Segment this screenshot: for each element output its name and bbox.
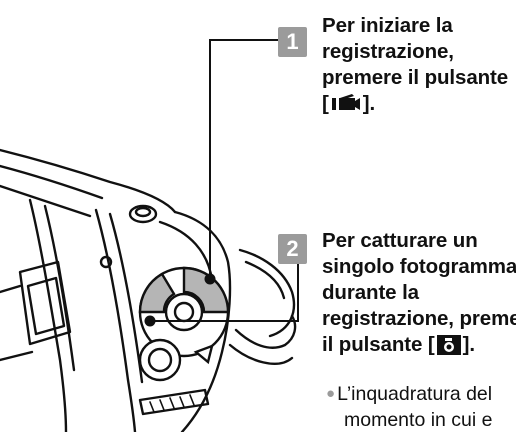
note-line-1-text: L’inquadratura del <box>337 383 493 405</box>
step-2-line-5: il pulsante []. <box>322 332 516 358</box>
note-bullet: ● <box>326 385 336 402</box>
note: ●L’inquadratura del momento in cui e <box>326 381 493 433</box>
step-2-line-4: registrazione, premere <box>322 307 516 330</box>
step-1-instruction: Per iniziare la registrazione, premere i… <box>322 13 508 117</box>
step-2-line-5-prefix: il pulsante [ <box>322 333 435 356</box>
step-1-badge: 1 <box>278 27 307 57</box>
step-2-line-3: durante la <box>322 281 419 304</box>
step-1-line-2: registrazione, <box>322 40 454 63</box>
video-record-icon <box>331 94 360 110</box>
step-1-line-1: Per iniziare la <box>322 14 453 37</box>
step-2-line-5-suffix: ]. <box>462 333 475 356</box>
step-2-line-2: singolo fotogramma <box>322 255 516 278</box>
step-2-line-1: Per catturare un <box>322 229 478 252</box>
step-2-instruction: Per catturare un singolo fotogramma dura… <box>322 228 516 358</box>
step-1-line-3: premere il pulsante <box>322 66 509 89</box>
step-1-bracket-close: ]. <box>362 92 376 115</box>
photo-camera-icon <box>436 335 461 355</box>
note-line-1: ●L’inquadratura del <box>326 381 493 407</box>
note-line-2: momento in cui e <box>344 409 493 431</box>
step-1-line-4: []. <box>322 91 508 117</box>
step-2-badge: 2 <box>278 234 307 264</box>
step-1-bracket-open: [ <box>322 92 329 115</box>
